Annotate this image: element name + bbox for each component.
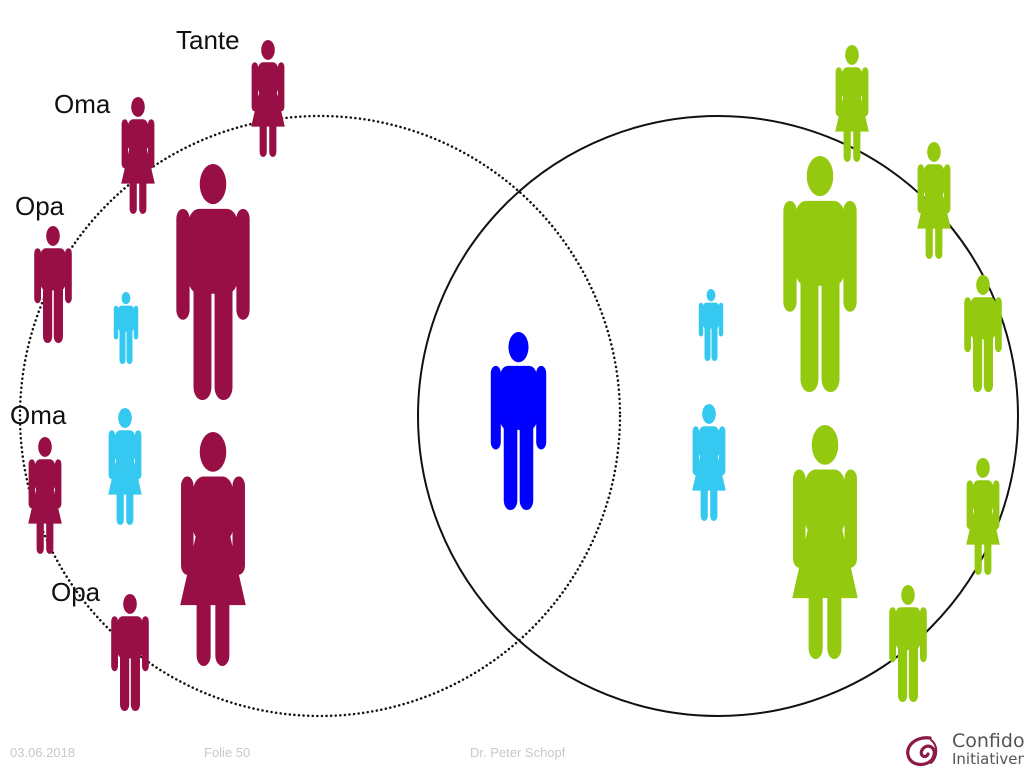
figure-right-middle-man xyxy=(964,275,1002,392)
left-family-circle xyxy=(18,114,622,718)
logo-wordmark: Confido Initiativen xyxy=(952,730,1024,769)
figure-opa-bottom xyxy=(111,594,149,711)
figure-oma-bottom xyxy=(28,437,62,554)
confido-logo-icon xyxy=(906,736,938,766)
footer-slide-number: Folie 50 xyxy=(204,745,251,760)
figure-oma-top xyxy=(121,97,155,214)
logo-line-2: Initiativen xyxy=(952,750,1024,768)
label-oma-top: Oma xyxy=(54,89,111,119)
figure-right-bottom-man xyxy=(889,585,927,702)
label-opa-top: Opa xyxy=(15,191,65,221)
figure-center-person xyxy=(490,332,547,510)
figure-right-child-girl xyxy=(692,404,726,521)
figure-left-child-boy xyxy=(113,292,139,364)
footer-author: Dr. Peter Schopf xyxy=(470,745,566,760)
figure-right-top-woman xyxy=(835,45,869,162)
logo-line-1: Confido xyxy=(952,730,1024,752)
figure-right-child-boy xyxy=(698,289,724,361)
right-family-circle xyxy=(417,115,1019,717)
figure-right-mother xyxy=(792,425,858,659)
figure-tante xyxy=(251,40,285,157)
figure-opa-top xyxy=(34,226,72,343)
figure-right-father xyxy=(783,156,857,392)
label-tante: Tante xyxy=(176,25,240,55)
figure-right-upper-woman xyxy=(917,142,951,259)
footer-date: 03.06.2018 xyxy=(10,745,76,760)
label-opa-bottom: Opa xyxy=(51,577,101,607)
label-oma-bottom: Oma xyxy=(10,400,67,430)
figure-right-lower-woman xyxy=(966,458,1000,575)
figure-left-mother xyxy=(180,432,246,666)
figure-left-child-girl xyxy=(108,408,142,525)
figure-left-father xyxy=(176,164,250,400)
